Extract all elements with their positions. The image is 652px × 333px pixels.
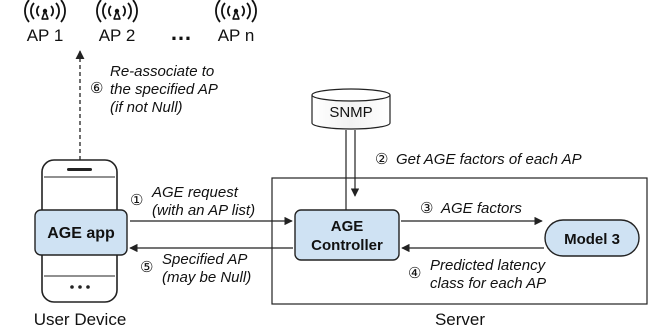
ap-1: AP 1 bbox=[24, 0, 66, 45]
user-device-caption: User Device bbox=[34, 310, 127, 329]
step-6-line-3: (if not Null) bbox=[110, 99, 183, 116]
step-5-number: ⑤ bbox=[140, 259, 153, 276]
age-controller: AGE Controller bbox=[294, 209, 400, 261]
wifi-antenna-icon bbox=[96, 0, 138, 23]
ap-1-label: AP 1 bbox=[27, 26, 64, 45]
model-3: Model 3 bbox=[544, 219, 640, 257]
step-6-number: ⑥ bbox=[90, 80, 103, 97]
step-5-line-1: Specified AP bbox=[162, 251, 247, 268]
server-caption: Server bbox=[435, 310, 485, 329]
ap-2-label: AP 2 bbox=[99, 26, 136, 45]
ap-ellipsis: … bbox=[170, 20, 192, 45]
step-2-number: ② bbox=[375, 151, 388, 168]
step-4-line-1: Predicted latency bbox=[430, 257, 547, 274]
step-5-line-2: (may be Null) bbox=[162, 269, 251, 286]
step-6-line-1: Re-associate to bbox=[110, 63, 214, 80]
snmp-label: SNMP bbox=[329, 104, 372, 121]
controller-label-line-1: AGE bbox=[331, 218, 364, 235]
step-4-number: ④ bbox=[408, 265, 421, 282]
age-app-label: AGE app bbox=[47, 225, 115, 242]
step-1-number: ① bbox=[130, 192, 143, 209]
wifi-antenna-icon bbox=[215, 0, 257, 23]
step-1-line-1: AGE request bbox=[151, 184, 239, 201]
ap-n: AP n bbox=[215, 0, 257, 45]
age-app: AGE app bbox=[34, 209, 128, 256]
step-6-line-2: the specified AP bbox=[110, 81, 218, 98]
step-3-number: ③ bbox=[420, 200, 433, 217]
controller-label-line-2: Controller bbox=[311, 237, 383, 254]
step-1-line-2: (with an AP list) bbox=[152, 202, 255, 219]
step-2-text: Get AGE factors of each AP bbox=[396, 151, 582, 168]
snmp-database: SNMP bbox=[311, 88, 391, 130]
step-4-line-2: class for each AP bbox=[430, 275, 546, 292]
server-box bbox=[271, 177, 648, 305]
model-3-label: Model 3 bbox=[564, 231, 620, 248]
ap-n-label: AP n bbox=[218, 26, 255, 45]
wifi-antenna-icon bbox=[24, 0, 66, 23]
step-3-text: AGE factors bbox=[440, 200, 522, 217]
ap-2: AP 2 bbox=[96, 0, 138, 45]
